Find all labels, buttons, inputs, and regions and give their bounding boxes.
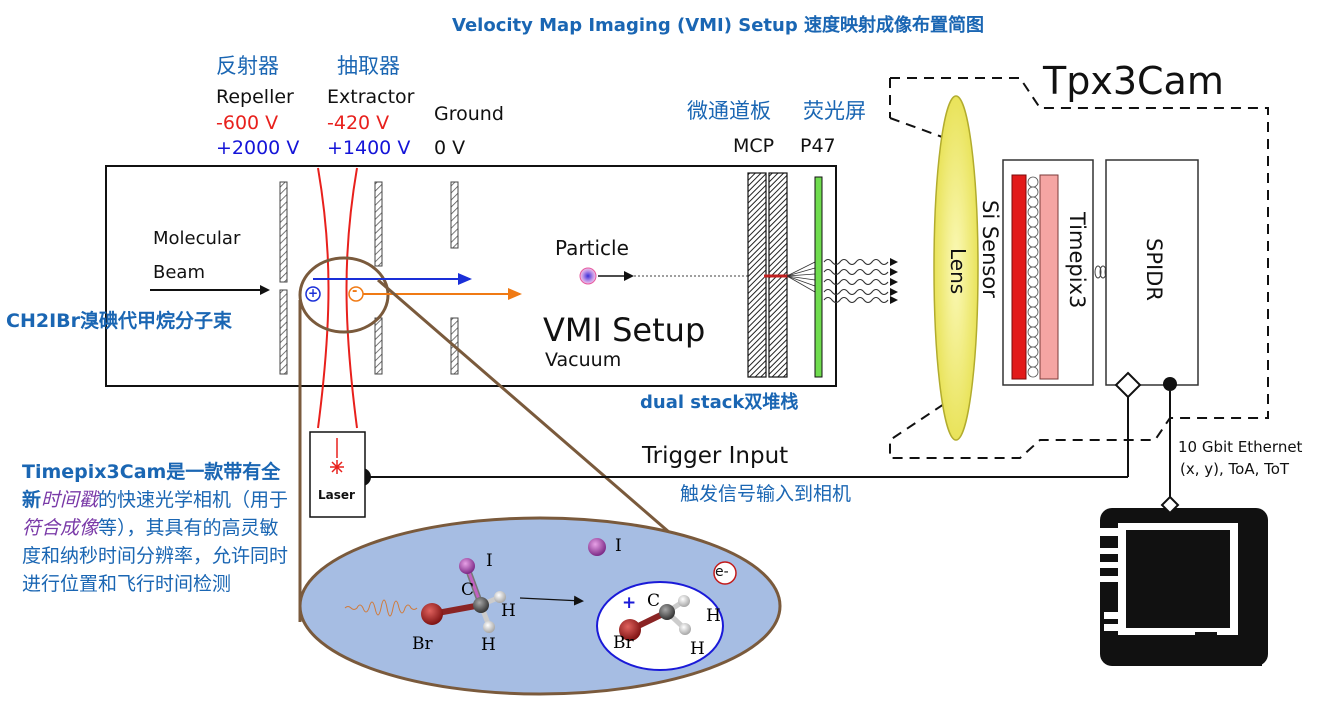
ion-label-h2: H xyxy=(690,639,705,659)
mcp-plate-1 xyxy=(747,172,767,378)
particle-label: Particle xyxy=(555,236,629,260)
extractor-label: Extractor xyxy=(327,86,415,108)
atom-label-h2: H xyxy=(481,635,496,655)
vacuum-label: Vacuum xyxy=(545,349,622,371)
ch2ibr-molecule xyxy=(421,558,506,633)
repeller-label-zh: 反射器 xyxy=(216,54,279,78)
ion-label-h1: H xyxy=(706,606,721,626)
ion-charge-label: + xyxy=(622,593,637,613)
mcp-label: MCP xyxy=(733,135,775,157)
computer-icon xyxy=(1100,508,1268,666)
description-part-2: 的快速光学相机（用于 xyxy=(98,489,289,511)
tpx3cam-title: Tpx3Cam xyxy=(1043,59,1224,103)
repeller-plates xyxy=(279,181,288,375)
diagram-title: Velocity Map Imaging (VMI) Setup 速度映射成像布… xyxy=(452,15,984,36)
description-emphasis-1: 时间戳 xyxy=(41,489,99,511)
beam-label: Beam xyxy=(153,262,205,283)
repeller-negative-voltage: -600 V xyxy=(216,112,279,134)
p47-label: P47 xyxy=(800,135,836,157)
ethernet-label: 10 Gbit Ethernet xyxy=(1178,438,1303,456)
atom-label-c: C xyxy=(461,580,475,600)
molecular-beam-label: CH2IBr溴碘代甲烷分子束 xyxy=(6,310,232,332)
trigger-input-label-zh: 触发信号输入到相机 xyxy=(680,483,852,505)
extractor-plates xyxy=(374,181,383,375)
repeller-positive-voltage: +2000 V xyxy=(216,137,300,159)
laser-pulse-icon xyxy=(344,599,418,617)
description-part-1: Timepix3Cam是一款带有全新 xyxy=(22,461,281,511)
si-sensor-label: Si Sensor xyxy=(978,200,1002,298)
tpx3cam-description: Timepix3Cam是一款带有全新时间戳的快速光学相机（用于符合成像等），其具… xyxy=(22,458,290,598)
atom-label-i: I xyxy=(486,551,493,571)
bump-bonds xyxy=(1027,176,1039,378)
tpx3cam-housing xyxy=(889,77,1269,459)
repeller-label: Repeller xyxy=(216,86,294,108)
extractor-label-zh: 抽取器 xyxy=(337,54,400,78)
lens-label: Lens xyxy=(946,248,970,295)
spidr-box xyxy=(1105,159,1199,386)
product-label-i: I xyxy=(615,536,622,556)
cation-sign: + xyxy=(308,286,319,300)
atom-label-h1: H xyxy=(501,601,516,621)
p47-label-zh: 荧光屏 xyxy=(803,99,866,123)
vmi-setup-label: VMI Setup xyxy=(543,311,706,349)
ion-label-br: Br xyxy=(613,633,634,653)
electron-label: e- xyxy=(715,564,729,580)
molecular-label: Molecular xyxy=(153,228,241,249)
extractor-negative-voltage: -420 V xyxy=(327,112,390,134)
description-emphasis-2: 符合成像 xyxy=(22,517,99,539)
laser-beam xyxy=(317,167,330,429)
atom-label-br: Br xyxy=(412,634,433,654)
ethernet-data-label: (x, y), ToA, ToT xyxy=(1180,460,1290,478)
anion-sign: - xyxy=(352,284,358,299)
ch2br-ion-ellipse xyxy=(596,581,724,671)
spidr-label: SPIDR xyxy=(1142,238,1166,301)
timepix3-label: Timepix3 xyxy=(1065,212,1089,309)
ch2br-molecule xyxy=(619,595,691,641)
lens xyxy=(933,95,979,441)
extractor-positive-voltage: +1400 V xyxy=(327,137,411,159)
laser-label: Laser xyxy=(318,488,355,502)
timepix3-chip xyxy=(1039,174,1059,380)
ground-voltage: 0 V xyxy=(434,137,466,159)
mcp-label-zh: 微通道板 xyxy=(687,99,771,123)
dual-stack-label: dual stack双堆栈 xyxy=(640,392,799,413)
description-part-3: 等），其具有的高灵敏度和纳秒时间分辨率，允许同时进行位置和飞行时间检测 xyxy=(22,517,289,595)
trigger-input-label: Trigger Input xyxy=(642,443,789,469)
phosphor-screen-p47 xyxy=(814,176,823,378)
ion-label-c: C xyxy=(647,591,661,611)
ground-label: Ground xyxy=(434,103,504,125)
particle-dot xyxy=(579,267,597,285)
iodine-atom xyxy=(588,538,606,556)
si-sensor xyxy=(1011,174,1027,380)
